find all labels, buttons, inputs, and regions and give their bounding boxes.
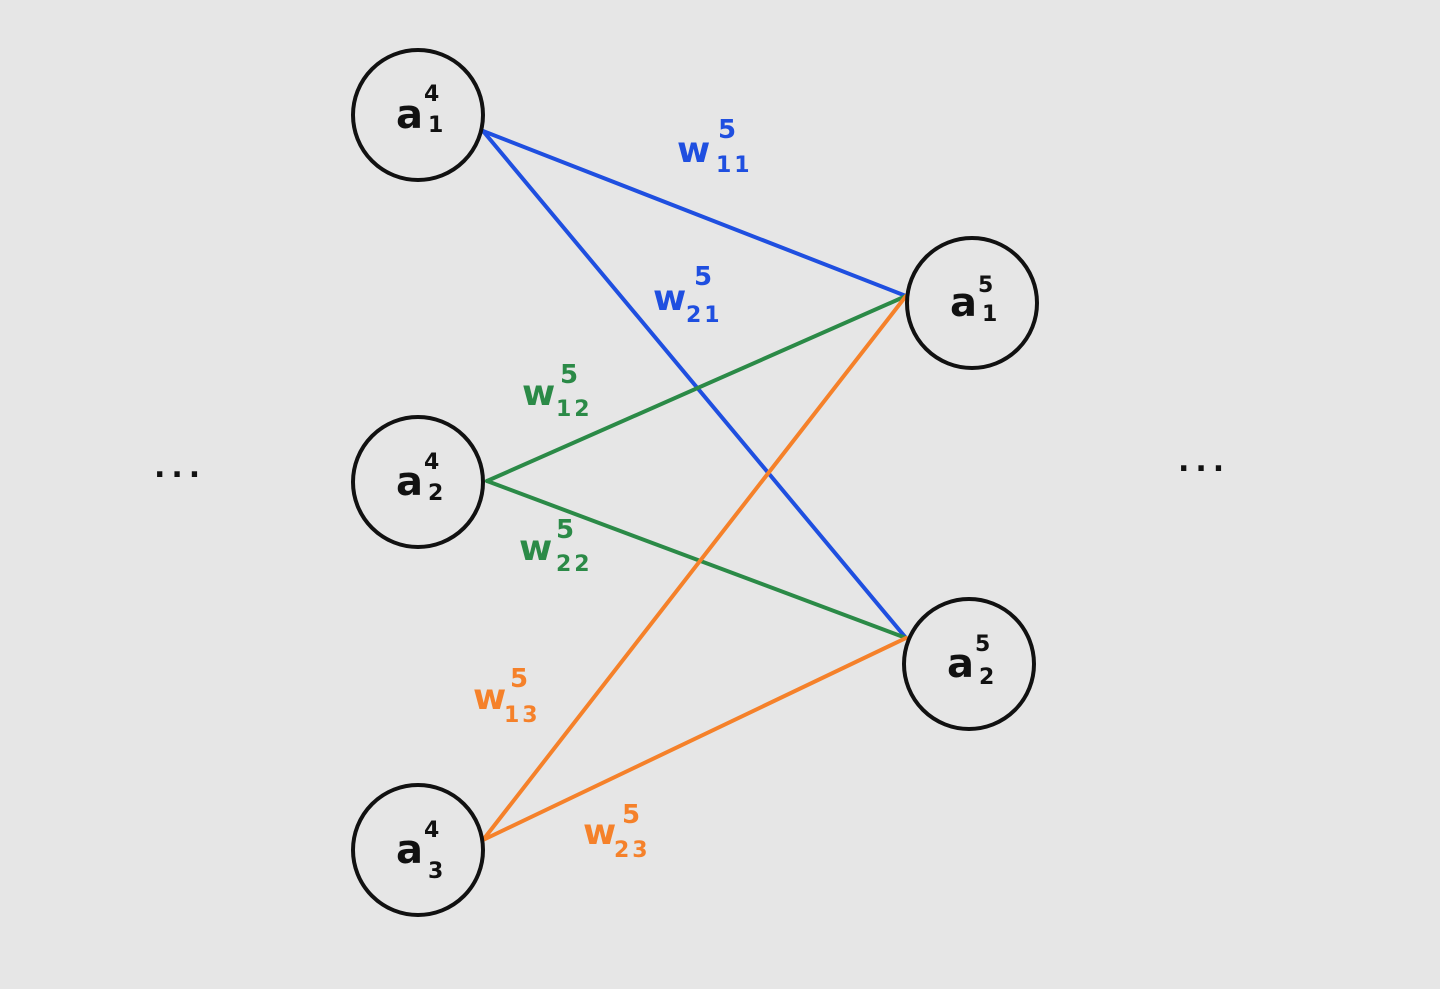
node-a1-4-base: a [396, 92, 423, 138]
edge-a1-4-to-a1-5 [481, 129, 908, 298]
node-a1-5-circle [905, 236, 1039, 370]
weight-w23: w 5 23 [583, 800, 651, 863]
node-a1-5: a 5 1 [905, 236, 1039, 370]
edge-a2-4-to-a2-5 [485, 479, 908, 640]
weight-w21-base: w [653, 278, 686, 319]
node-a2-5-sub: 2 [979, 665, 994, 690]
node-a2-4: a 4 2 [351, 415, 485, 549]
weight-w21: w 5 21 [653, 262, 723, 328]
weight-w23-sup: 5 [622, 800, 640, 830]
edges [481, 129, 908, 842]
weight-w21-sub: 21 [686, 303, 723, 328]
weight-w13: w 5 13 [473, 664, 541, 728]
node-a2-4-circle [351, 415, 485, 549]
weight-w21-sup: 5 [694, 262, 712, 292]
weight-w11-base: w [677, 130, 710, 171]
node-a2-5-base: a [947, 641, 974, 687]
layer-4-nodes: a 4 1 a 4 2 a 4 3 [351, 48, 485, 917]
node-a2-5-sup: 5 [975, 632, 990, 657]
node-a3-4-base: a [396, 827, 423, 873]
node-a3-4: a 4 3 [351, 783, 485, 917]
weight-w11-sup: 5 [718, 115, 736, 145]
edge-a3-4-to-a1-5 [481, 294, 908, 842]
weight-w12-base: w [522, 373, 555, 414]
node-a2-4-base: a [396, 459, 423, 505]
weight-w13-sub: 13 [504, 703, 541, 728]
node-a1-4-sup: 4 [424, 82, 439, 107]
node-a2-4-sup: 4 [424, 450, 439, 475]
node-a1-5-base: a [950, 280, 977, 326]
ellipsis-right: ... [1178, 444, 1230, 479]
node-a2-5: a 5 2 [902, 597, 1036, 731]
weight-w12-sup: 5 [560, 360, 578, 390]
node-a3-4-sup: 4 [424, 818, 439, 843]
weight-w11-sub: 11 [716, 153, 753, 178]
ellipsis-left: ... [154, 450, 206, 485]
node-a1-4: a 4 1 [351, 48, 485, 182]
edge-a3-4-to-a2-5 [481, 636, 908, 842]
weight-w12-sub: 12 [556, 397, 593, 422]
weight-w23-sub: 23 [614, 838, 651, 863]
weight-w23-base: w [583, 812, 616, 853]
weight-w22-base: w [519, 528, 552, 569]
layer-5-nodes: a 5 1 a 5 2 [902, 236, 1039, 731]
edge-a1-4-to-a2-5 [481, 129, 908, 640]
weight-labels: w 5 11 w 5 21 w 5 12 w 5 22 w 5 13 w 5 2… [473, 115, 753, 863]
node-a1-5-sub: 1 [982, 302, 997, 327]
weight-w13-base: w [473, 677, 506, 718]
node-a3-4-circle [351, 783, 485, 917]
weight-w13-sup: 5 [510, 664, 528, 694]
node-a2-5-circle [902, 597, 1036, 731]
node-a1-4-circle [351, 48, 485, 182]
weight-w12: w 5 12 [522, 360, 593, 422]
weight-w11: w 5 11 [677, 115, 753, 178]
weight-w22: w 5 22 [519, 515, 593, 577]
node-a2-4-sub: 2 [428, 481, 443, 506]
weight-w22-sup: 5 [556, 515, 574, 545]
edge-a2-4-to-a1-5 [485, 294, 908, 483]
node-a1-4-sub: 1 [428, 113, 443, 138]
node-a3-4-sub: 3 [428, 859, 443, 884]
weight-w22-sub: 22 [556, 552, 593, 577]
node-a1-5-sup: 5 [978, 273, 993, 298]
